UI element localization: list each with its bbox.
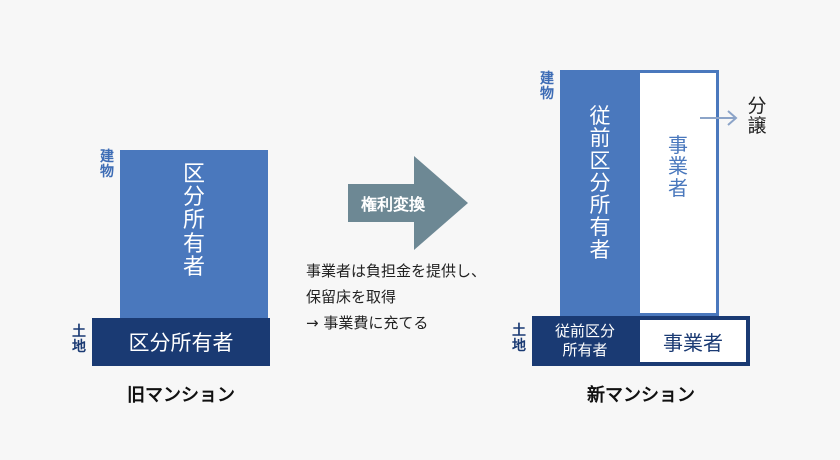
old-building-text: 区分所有者 bbox=[182, 161, 205, 280]
new-land-former-owners-line-2: 所有者 bbox=[562, 341, 608, 359]
new-land-former-owners-cell: 従前区分 所有者 bbox=[532, 316, 638, 366]
old-land-block: 区分所有者 bbox=[92, 318, 270, 366]
old-caption: 旧マンション bbox=[92, 380, 270, 408]
new-building-developer-text: 事業者 bbox=[668, 135, 688, 199]
vertical-char: 分 bbox=[182, 185, 205, 211]
new-building-former-owners-text: 従前区分所有者 bbox=[590, 105, 611, 261]
old-land-text: 区分所有者 bbox=[128, 331, 234, 355]
new-land-developer-text: 事業者 bbox=[663, 330, 723, 355]
vertical-char: 有 bbox=[589, 215, 611, 240]
conversion-arrow-shape bbox=[348, 156, 468, 250]
new-land-developer-cell: 事業者 bbox=[640, 320, 746, 362]
conversion-arrow-label-text: 権利変換 bbox=[360, 195, 425, 214]
sale-label: 分譲 bbox=[744, 96, 770, 136]
vertical-char: 有 bbox=[182, 231, 205, 257]
vertical-char: 者 bbox=[182, 254, 205, 280]
new-land-former-owners-line-1: 従前区分 bbox=[554, 322, 615, 340]
old-land-label: 土地 bbox=[68, 325, 90, 355]
vertical-char: 土 bbox=[512, 323, 526, 339]
vertical-char: 地 bbox=[512, 337, 526, 354]
new-land-block: 従前区分 所有者 事業者 bbox=[532, 316, 750, 366]
vertical-char: 建 bbox=[100, 149, 114, 165]
vertical-char: 物 bbox=[540, 85, 554, 102]
vertical-char: 者 bbox=[668, 175, 688, 200]
vertical-char: 前 bbox=[589, 126, 611, 151]
conversion-description-line-3: → 事業費に充てる bbox=[306, 314, 429, 332]
vertical-char: 地 bbox=[72, 338, 86, 355]
vertical-char: 物 bbox=[100, 163, 114, 180]
vertical-char: 者 bbox=[589, 237, 611, 262]
vertical-char: 譲 bbox=[747, 115, 767, 138]
new-building-developer-block: 事業者 bbox=[640, 70, 719, 316]
conversion-description-line-1: 事業者は負担金を提供し、 bbox=[306, 262, 487, 280]
vertical-char: 事 bbox=[668, 133, 688, 158]
old-building-label: 建物 bbox=[96, 150, 118, 180]
new-caption-text: 新マンション bbox=[587, 385, 695, 406]
sale-arrow-head bbox=[727, 110, 738, 126]
new-caption: 新マンション bbox=[532, 380, 750, 408]
new-building-label: 建物 bbox=[536, 72, 558, 102]
conversion-description-line-2: 保留床を取得 bbox=[306, 288, 397, 306]
vertical-char: 従 bbox=[589, 104, 611, 129]
vertical-char: 区 bbox=[589, 148, 611, 173]
old-caption-text: 旧マンション bbox=[127, 385, 235, 406]
new-land-label: 土地 bbox=[508, 324, 530, 354]
conversion-description: 事業者は負担金を提供し、 保留床を取得 → 事業費に充てる bbox=[306, 258, 546, 336]
new-building-former-owners-block: 従前区分所有者 bbox=[560, 70, 640, 316]
old-building-block: 区分所有者 bbox=[120, 150, 268, 318]
vertical-char: 分 bbox=[747, 95, 767, 117]
vertical-char: 建 bbox=[540, 71, 554, 87]
sale-arrow bbox=[700, 110, 738, 126]
vertical-char: 業 bbox=[668, 154, 688, 179]
vertical-char: 所 bbox=[589, 193, 611, 218]
conversion-arrow-label: 権利変換 bbox=[348, 184, 438, 222]
vertical-char: 所 bbox=[182, 208, 205, 234]
vertical-char: 分 bbox=[589, 170, 611, 195]
vertical-char: 区 bbox=[182, 161, 205, 187]
conversion-arrow bbox=[348, 156, 468, 250]
vertical-char: 土 bbox=[72, 324, 86, 340]
